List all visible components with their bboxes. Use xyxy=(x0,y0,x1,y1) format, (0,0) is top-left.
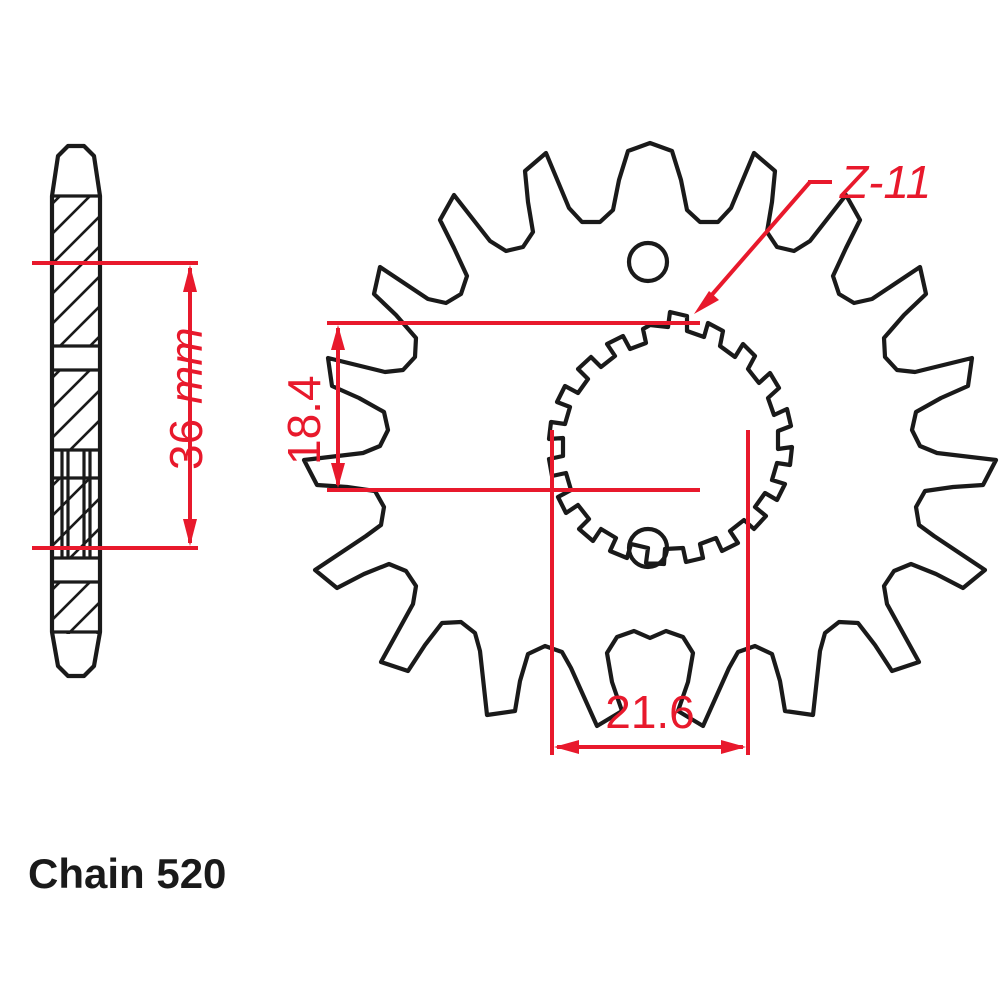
dim-18-4-arrow-bottom xyxy=(331,463,345,488)
dim-21-6-arrow-left xyxy=(554,740,579,754)
dim-18-4-arrow-top xyxy=(331,325,345,350)
chain-caption: Chain 520 xyxy=(28,850,226,897)
dim-21-6-value: 21.6 xyxy=(605,686,695,738)
leader-z11-arrowhead xyxy=(694,291,719,314)
sprocket-spline-bore xyxy=(546,309,795,567)
bolt-hole-lower xyxy=(626,526,670,570)
leader-z11: Z-11 xyxy=(694,156,931,314)
leader-z11-label: Z-11 xyxy=(839,156,931,208)
dimension-36mm: 36 mm xyxy=(32,261,212,550)
hatch-block-upper-mid xyxy=(52,370,100,450)
dim-36mm-value: 36 xyxy=(160,419,212,470)
hatch-block-lower xyxy=(52,582,100,634)
sprocket-face-view: 18.4 21.6 Z-11 xyxy=(278,140,999,755)
sprocket-outer-teeth xyxy=(301,140,999,729)
hatch-block-upper xyxy=(52,196,100,346)
dim-18-4-value: 18.4 xyxy=(278,375,330,465)
dim-36mm-arrow-bottom xyxy=(183,519,197,546)
leader-z11-diagonal xyxy=(701,180,812,307)
side-section-view: 36 mm xyxy=(32,143,212,679)
dimension-21-6: 21.6 xyxy=(550,430,750,755)
dim-36mm-arrow-top xyxy=(183,265,197,292)
dimension-18-4: 18.4 xyxy=(278,321,700,492)
dim-36mm-unit: mm xyxy=(160,327,212,404)
dim-21-6-arrow-right xyxy=(721,740,746,754)
bolt-hole-upper xyxy=(626,240,670,284)
